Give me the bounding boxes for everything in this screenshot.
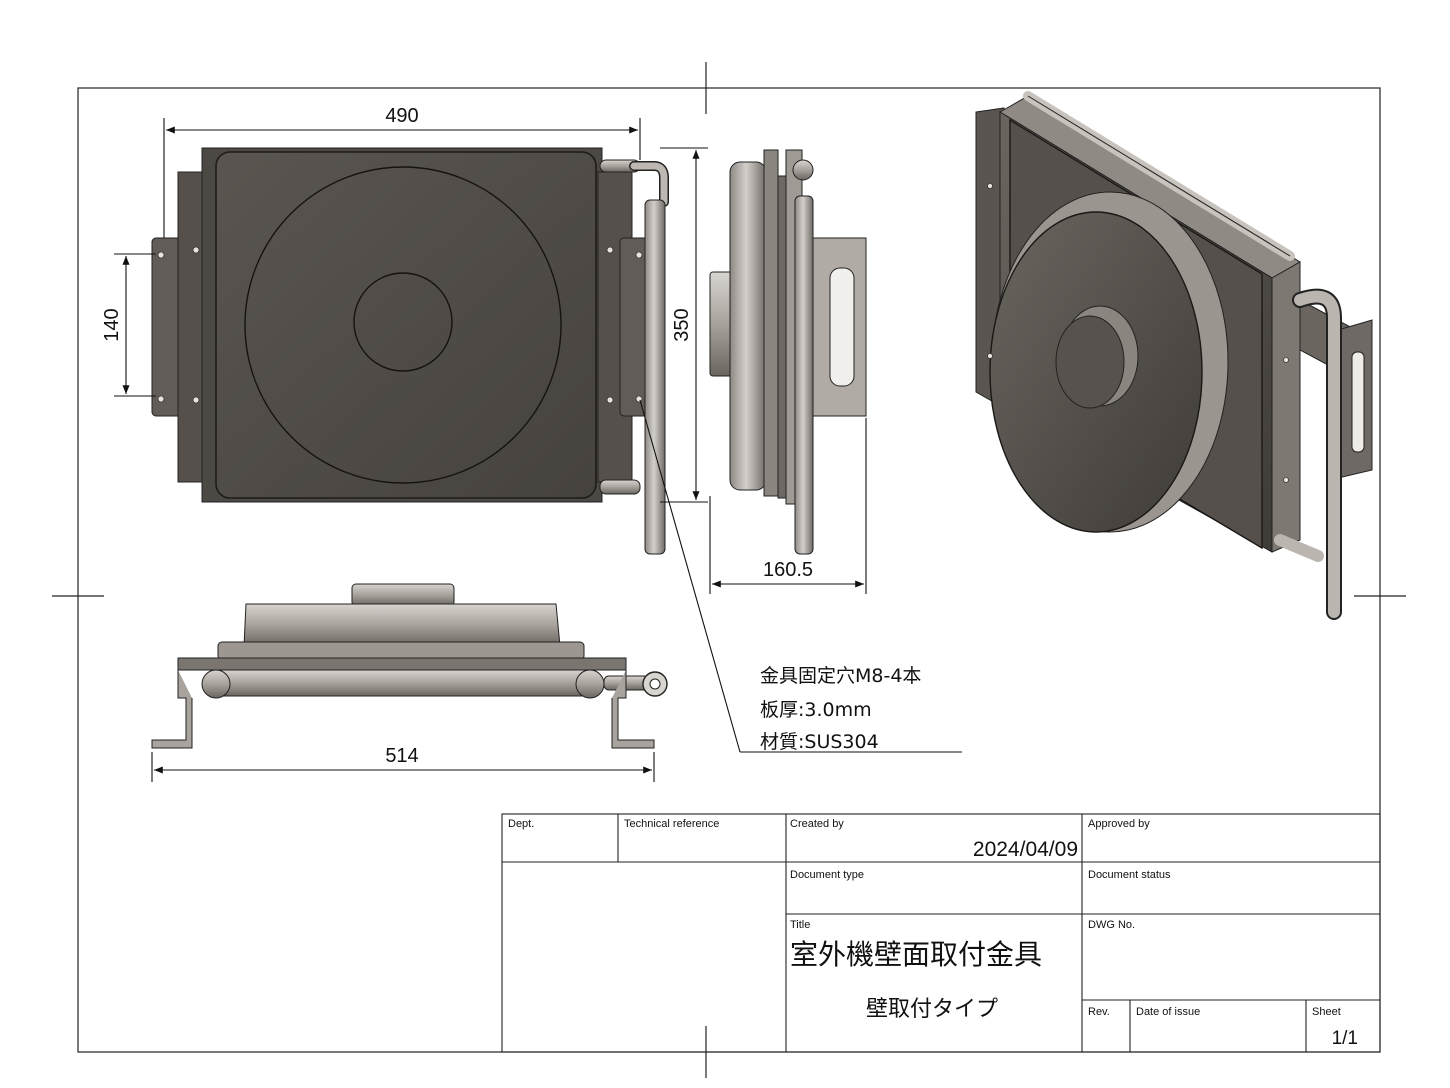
dimension-lines [114,118,962,782]
tb-sheet-label: Sheet [1312,1006,1341,1018]
tb-rev-label: Rev. [1088,1006,1110,1018]
dim-hole-spacing: 140 [101,308,123,341]
isometric-view [975,91,1373,620]
tb-sheet-value: 1/1 [1332,1028,1358,1049]
tb-date-of-issue-label: Date of issue [1136,1006,1200,1018]
side-view [709,149,867,555]
note-plate-thickness: 板厚:3.0mm [760,699,872,721]
tb-approved-by-label: Approved by [1088,818,1150,830]
front-view [151,147,669,555]
bottom-view [151,583,668,749]
note-mounting-holes: 金具固定穴M8-4本 [760,665,921,687]
title-block [501,813,1381,1053]
tb-subtitle-value: 壁取付タイプ [866,997,998,1022]
tb-created-by-label: Created by [790,818,844,830]
dim-top-width: 490 [385,105,418,127]
tb-title-label: Title [790,919,810,931]
dim-height: 350 [671,308,693,341]
tb-dwg-no-label: DWG No. [1088,919,1135,931]
note-material: 材質:SUS304 [760,731,879,753]
tb-title-value: 室外機壁面取付金具 [790,938,1042,971]
tb-technical-reference-label: Technical reference [624,818,719,830]
tb-dept-label: Dept. [508,818,534,830]
tb-document-status-label: Document status [1088,869,1171,881]
tb-document-type-label: Document type [790,869,864,881]
dim-bottom-width: 514 [385,745,418,767]
tb-created-date: 2024/04/09 [973,838,1078,861]
dim-side-depth: 160.5 [763,559,813,581]
